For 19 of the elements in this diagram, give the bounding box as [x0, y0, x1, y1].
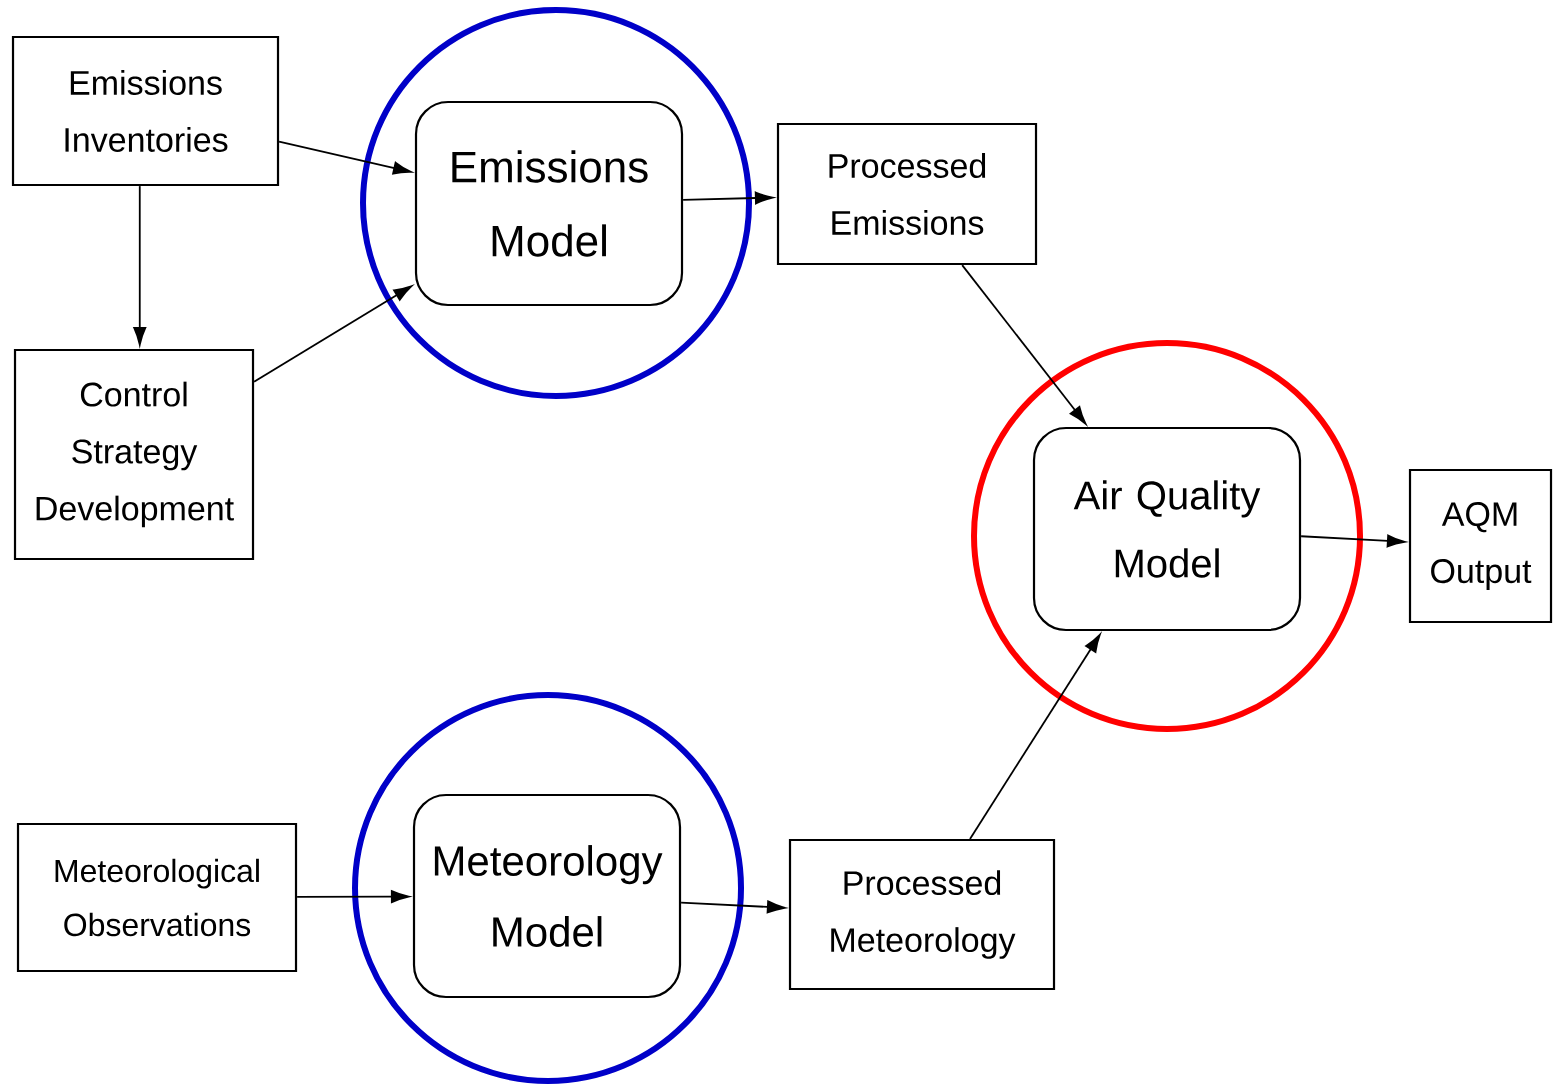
arrow [1300, 534, 1406, 548]
circle [360, 7, 752, 399]
arrow [253, 285, 413, 383]
process-box: Control Strategy Development [13, 348, 255, 561]
process-box: Processed Meteorology [788, 838, 1056, 991]
arrow [133, 185, 147, 346]
arrow [278, 140, 412, 175]
model-box: Emissions Model [414, 100, 684, 307]
circle [971, 340, 1363, 732]
arrow [961, 264, 1087, 425]
process-box: Processed Emissions [776, 122, 1038, 266]
model-box: Meteorology Model [412, 793, 682, 999]
arrow [680, 900, 786, 914]
circle [352, 692, 744, 1084]
process-box: AQM Output [1408, 468, 1553, 624]
arrow [969, 633, 1101, 840]
process-box: Emissions Inventories [11, 35, 280, 187]
process-box: Meteorological Observations [16, 822, 298, 973]
model-box: Air Quality Model [1032, 426, 1302, 632]
